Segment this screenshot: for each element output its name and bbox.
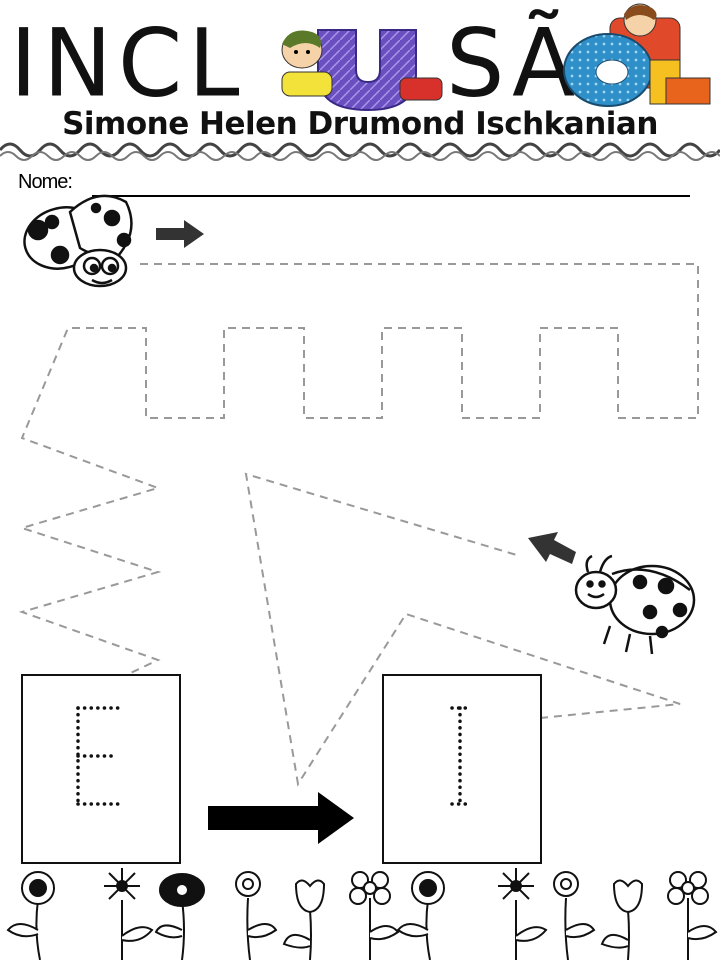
- arrow-left-small-icon: [528, 532, 576, 564]
- title-letter-u-graphic: U: [281, 29, 443, 112]
- arrow-right-small-icon: [156, 220, 204, 248]
- arrow-right-large-icon: [208, 792, 354, 844]
- header-divider-wave: [0, 142, 720, 158]
- dotted-letter-e[interactable]: [76, 706, 126, 806]
- tracing-path-triangle[interactable]: [244, 472, 681, 787]
- title-letter-o-graphic: O: [563, 3, 711, 107]
- title-part-right: SÃ: [446, 8, 582, 119]
- name-writing-line[interactable]: [92, 195, 690, 197]
- ladybug-top-icon: [23, 194, 133, 288]
- title-part-left: INCL: [10, 8, 246, 119]
- dotted-letter-i[interactable]: [450, 706, 470, 806]
- ladybug-bottom-icon: [574, 554, 696, 655]
- name-label: Nome:: [18, 171, 73, 193]
- author-subtitle: Simone Helen Drumond Ischkanian: [62, 106, 658, 142]
- tracing-path[interactable]: [18, 263, 699, 679]
- flower-border: [6, 868, 718, 960]
- letter-box-left: [21, 674, 181, 864]
- letter-box-right: [382, 674, 542, 864]
